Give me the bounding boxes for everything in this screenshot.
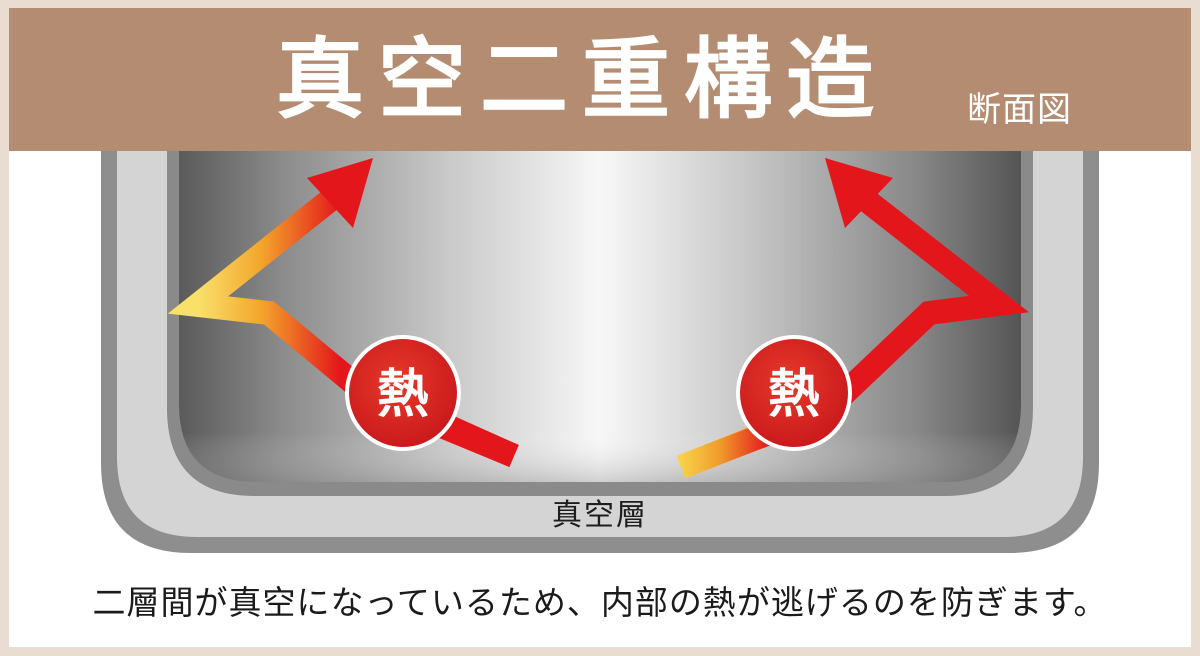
- vacuum-layer-label: 真空層: [552, 498, 648, 533]
- caption: 二層間が真空になっているため、内部の熱が逃げるのを防ぎます。: [92, 583, 1108, 622]
- header-band: 真空二重構造 断面図: [9, 8, 1191, 151]
- heat-badge-right: 熱: [736, 335, 852, 451]
- vacuum-structure-illustration: 熱 熱: [101, 151, 1099, 553]
- section-view-label: 断面図: [967, 90, 1072, 130]
- heat-label-right: 熱: [768, 365, 820, 425]
- page-title: 真空二重構造: [275, 28, 888, 131]
- heat-badge-left: 熱: [345, 335, 461, 451]
- heat-label-left: 熱: [377, 365, 429, 425]
